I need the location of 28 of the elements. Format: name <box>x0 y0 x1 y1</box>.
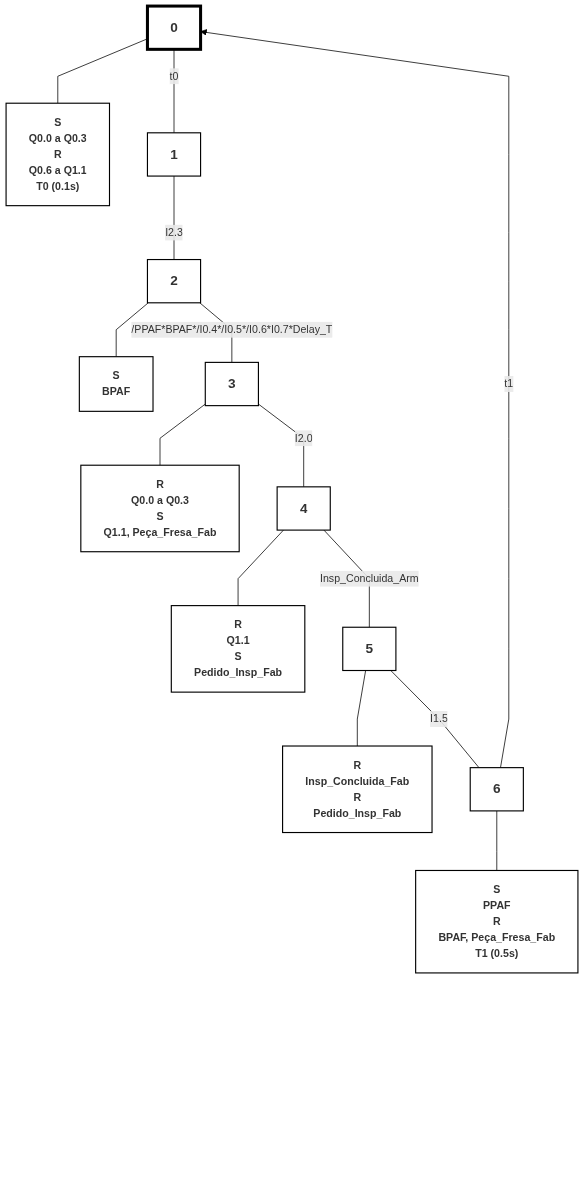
edge-label: I2.0 <box>294 431 313 444</box>
connector <box>356 670 366 747</box>
connector <box>237 529 284 606</box>
connector <box>496 810 498 871</box>
connector <box>159 403 206 466</box>
edge-label: t0 <box>169 69 179 82</box>
node-box: R Q1.1 S Pedido_Insp_Fab <box>170 605 306 693</box>
edge-label: Insp_Concluida_Arm <box>320 572 419 585</box>
node-box: 4 <box>276 486 331 531</box>
node-box: 6 <box>469 767 524 812</box>
connector <box>115 302 149 358</box>
node-box: 2 <box>146 259 202 304</box>
node-box: S Q0.0 a Q0.3 R Q0.6 a Q1.1 T0 (0.1s) <box>5 102 111 207</box>
node-box: S PPAF R BPAF, Peça_Fresa_Fab T1 (0.5s) <box>415 869 579 974</box>
edge-label: t1 <box>504 377 514 390</box>
connector <box>173 175 175 260</box>
node-box: 5 <box>342 626 397 672</box>
edge-label: /PPAF*BPAF*/I0.4*/I0.5*/I0.6*I0.7*Delay_T <box>131 323 333 336</box>
node-box: 0 <box>145 4 203 51</box>
node-box: 1 <box>146 132 202 177</box>
node-box: R Insp_Concluida_Fab R Pedido_Insp_Fab <box>282 745 433 834</box>
edge-label: I2.3 <box>165 226 183 239</box>
node-box: 3 <box>204 361 259 407</box>
connector <box>258 403 305 488</box>
edge-label: I1.5 <box>430 712 448 725</box>
connector <box>390 670 480 768</box>
node-box: R Q0.0 a Q0.3 S Q1.1, Peça_Fresa_Fab <box>80 464 240 553</box>
node-box: S BPAF <box>78 356 154 412</box>
